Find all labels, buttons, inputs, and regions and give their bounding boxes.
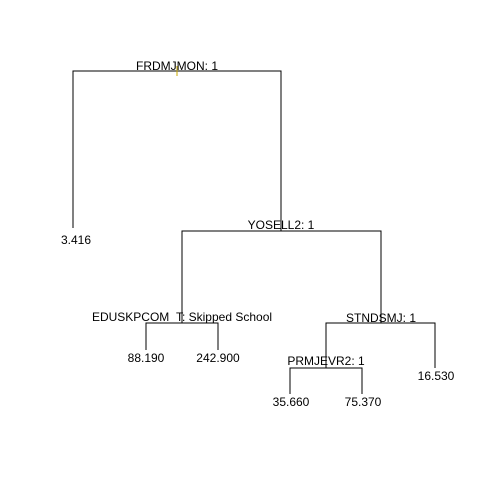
split-label-eduskp: EDUSKPCOM_T: Skipped School xyxy=(92,310,272,324)
leaf-value: 3.416 xyxy=(61,233,91,247)
split-label-yosell: YOSELL2: 1 xyxy=(248,218,315,232)
leaf-value: 16.530 xyxy=(418,369,455,383)
split-label-root: FRDMJMON: 1 xyxy=(136,59,218,73)
leaf-value: 35.660 xyxy=(273,395,310,409)
split-label-prmjevr: PRMJEVR2: 1 xyxy=(287,354,365,368)
yosell-branch xyxy=(181,230,382,323)
eduskp-branch xyxy=(145,322,219,350)
leaf-value: 75.370 xyxy=(345,395,382,409)
root-branch xyxy=(72,70,282,231)
split-label-stndsmj: STNDSMJ: 1 xyxy=(346,311,416,325)
prmjevr-branch xyxy=(289,367,363,394)
leaf-value: 242.900 xyxy=(196,351,240,365)
leaf-value: 88.190 xyxy=(128,351,165,365)
stndsmj-branch xyxy=(325,322,436,368)
